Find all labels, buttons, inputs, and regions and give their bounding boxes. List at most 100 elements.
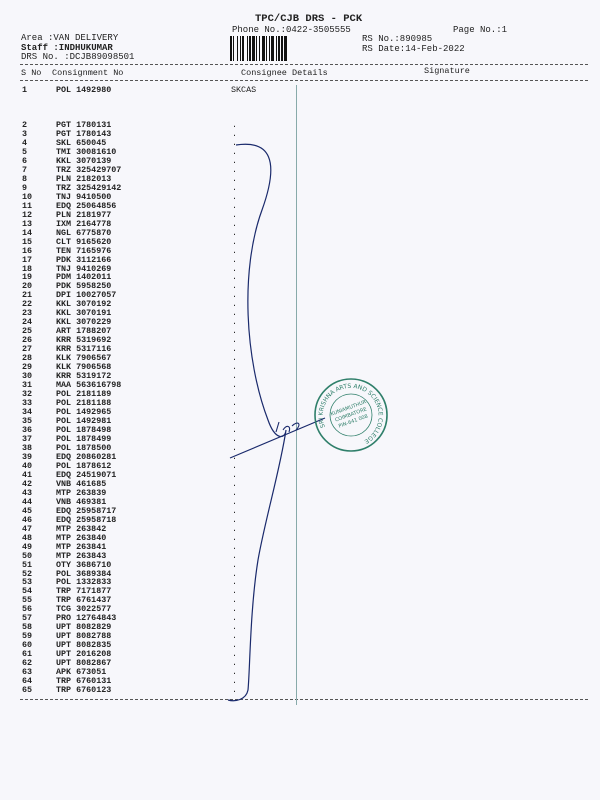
consignee-placeholder: . xyxy=(232,541,238,552)
consignment-number: TRZ 325429707 xyxy=(56,164,122,175)
consignment-number: OTY 3686710 xyxy=(56,559,112,570)
serial-number: 5 xyxy=(22,146,28,157)
consignee-placeholder: . xyxy=(232,514,238,525)
serial-number: 22 xyxy=(22,299,33,310)
barcode-bar xyxy=(248,36,251,61)
consignee-placeholder: . xyxy=(232,389,238,400)
consignment-number: ART 1788207 xyxy=(56,326,112,337)
consignee-placeholder: . xyxy=(232,137,238,148)
serial-number: 2 xyxy=(22,120,28,130)
consignment-number: POL 2181188 xyxy=(56,398,112,409)
consignment-number: VNB 461685 xyxy=(56,478,107,489)
consignee-placeholder: . xyxy=(232,640,238,651)
consignee-placeholder: . xyxy=(232,299,238,310)
consignee-placeholder: . xyxy=(232,164,238,175)
serial-number: 63 xyxy=(22,667,33,678)
consignee-placeholder: . xyxy=(232,622,238,633)
consignment-number: UPT 8082867 xyxy=(56,658,112,669)
consignment-number: IXM 2164778 xyxy=(56,218,112,229)
fold-line xyxy=(296,85,297,705)
serial-number: 57 xyxy=(22,613,33,624)
consignment-number: MTP 263839 xyxy=(56,487,107,498)
consignee-placeholder: . xyxy=(232,263,238,274)
consignment-number: KRR 5319692 xyxy=(56,335,112,346)
consignment-number: POL 1492981 xyxy=(56,416,112,426)
consignee-placeholder: . xyxy=(232,407,238,418)
consignee-placeholder: . xyxy=(232,469,238,480)
consignment-number: POL 1878499 xyxy=(56,433,112,444)
consignment-number: UPT 2016208 xyxy=(56,649,112,660)
consignment-number: TNJ 9410500 xyxy=(56,191,112,202)
serial-number: 35 xyxy=(22,416,33,426)
consignment-number: KLK 7906568 xyxy=(56,362,112,373)
consignee-placeholder: . xyxy=(232,649,238,660)
consignment-number: UPT 8082829 xyxy=(56,622,112,633)
serial-number: 13 xyxy=(22,218,33,229)
consignment-number: MTP 263840 xyxy=(56,532,107,543)
consignee-placeholder: . xyxy=(232,146,238,157)
consignment-number: KRR 5319172 xyxy=(56,371,112,382)
consignee-placeholder: . xyxy=(232,200,238,211)
consignee-placeholder: . xyxy=(232,182,238,193)
consignment-number: MTP 263841 xyxy=(56,541,107,552)
consignment-number: KRR 5317116 xyxy=(56,344,112,355)
serial-number: 51 xyxy=(22,559,33,570)
serial-number: 11 xyxy=(22,200,33,211)
barcode-bar xyxy=(283,36,288,61)
serial-number: 19 xyxy=(22,272,33,283)
consignment-number: KKL 3070191 xyxy=(56,308,112,319)
barcode-bar xyxy=(275,36,277,61)
consignment-number: POL 1878498 xyxy=(56,424,112,435)
serial-number: 18 xyxy=(22,263,33,274)
consignment-number: EDQ 25958718 xyxy=(56,514,117,525)
consignment-number: PDK 5958250 xyxy=(56,281,112,292)
consignee-placeholder: . xyxy=(232,344,238,355)
serial-number: 55 xyxy=(22,595,33,606)
serial-number: 60 xyxy=(22,640,33,651)
consignment-number: CLT 9165620 xyxy=(56,236,112,247)
barcode xyxy=(230,36,329,61)
consignment-number: POL 1492965 xyxy=(56,407,112,418)
serial-number: 44 xyxy=(22,496,33,507)
consignee-placeholder: . xyxy=(232,209,238,220)
serial-number: 30 xyxy=(22,371,33,382)
consignment-number: TCG 3022577 xyxy=(56,604,112,615)
serial-number: 39 xyxy=(22,451,33,462)
divider xyxy=(20,64,588,65)
consignee-placeholder: . xyxy=(232,353,238,364)
serial-number: 52 xyxy=(22,568,33,579)
barcode-bar xyxy=(270,36,274,61)
serial-number: 9 xyxy=(22,182,28,193)
barcode-bar xyxy=(230,36,233,61)
consignment-number: POL 3689384 xyxy=(56,568,112,579)
consignee-placeholder: . xyxy=(232,254,238,265)
serial-number: 62 xyxy=(22,658,33,669)
serial-number: 50 xyxy=(22,550,33,561)
consignee-placeholder: . xyxy=(232,120,238,130)
consignee-placeholder: . xyxy=(232,326,238,337)
consignment-number: TRP 6760131 xyxy=(56,676,112,687)
consignment-number: TNJ 9410269 xyxy=(56,263,112,274)
consignment-number: SKL 650045 xyxy=(56,137,107,148)
consignment-number: PLN 2181977 xyxy=(56,209,112,220)
consignee-placeholder: . xyxy=(232,550,238,561)
consignment-number: POL 1878500 xyxy=(56,442,112,453)
